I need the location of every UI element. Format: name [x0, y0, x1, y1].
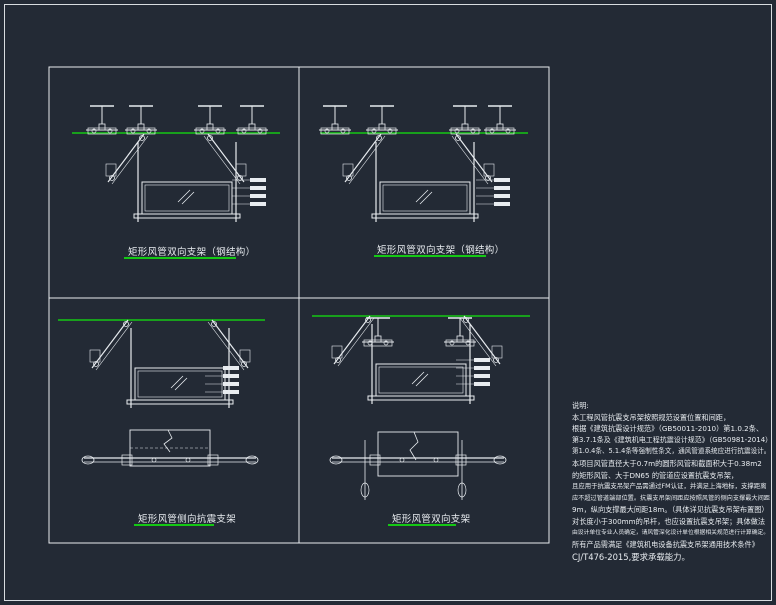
notes-line: 第1.0.4条、5.1.4条等强制性条文，通风管道系统应进行抗震设计。 [572, 447, 771, 456]
notes-line: 本项目风管直径大于0.7m的圆形风管和截面积大于0.38m2 [572, 458, 762, 468]
title-bottom-right: 矩形风管双向支架 [392, 514, 471, 525]
panel-bottom-left-frame [48, 297, 300, 544]
design-notes: 说明: 本工程风管抗震支吊架按照规范设置位置和间距， 根据《建筑抗震设计规范》（… [572, 400, 772, 563]
panel-top-right-detail [318, 105, 528, 223]
title-top-right: 矩形风管双向支架（钢结构） [377, 245, 505, 256]
panel-bottom-left-detail [58, 319, 265, 467]
drawing-frame [4, 4, 772, 601]
title-top-left: 矩形风管双向支架（钢结构） [128, 247, 256, 258]
title-top-right-underline [374, 255, 486, 257]
notes-line: 且应用于抗震支吊架产品需通过FM认证，并满足上海地标，支撑距离 [572, 482, 767, 491]
title-bottom-left-underline [134, 524, 214, 526]
panel-bottom-right-frame [298, 297, 550, 544]
notes-standard: CJ/T476-2015,要求承载能力。 [572, 551, 690, 562]
notes-line: 所有产品需满足《建筑机电设备抗震支吊架通用技术条件》 [572, 540, 759, 550]
notes-line: 由设计单位专业人员确定，请风管深化设计单位根据相关规范进行计算确定。 [572, 529, 770, 536]
notes-line: 第3.7.1条及《建筑机电工程抗震设计规范》（GB50981-2014） [572, 435, 773, 444]
notes-line: 应不超过管道端部位置。抗震支吊架间距应按照风管的侧向支撑最大间距 [572, 494, 770, 502]
notes-heading: 说明: [572, 401, 589, 410]
notes-line: 对长度小于300mm的吊杆，也应设置抗震支吊架；具体做法 [572, 516, 766, 526]
title-bottom-right-underline [388, 524, 456, 526]
title-top-left-underline [124, 257, 236, 259]
notes-line: 9m，纵向支撑最大间距18m。（具体详见抗震支吊架布置图） [572, 505, 769, 515]
notes-line: 根据《建筑抗震设计规范》（GB50011-2010）第1.0.2条、 [572, 424, 764, 434]
panel-bottom-right-detail [312, 315, 530, 500]
notes-line: 本工程风管抗震支吊架按照规范设置位置和间距， [572, 412, 731, 422]
panel-top-left-detail [72, 105, 280, 223]
title-bottom-left: 矩形风管侧向抗震支架 [138, 514, 237, 525]
notes-line: 的矩形风管、大于DN65 的管道应设置抗震支吊架， [572, 470, 739, 480]
